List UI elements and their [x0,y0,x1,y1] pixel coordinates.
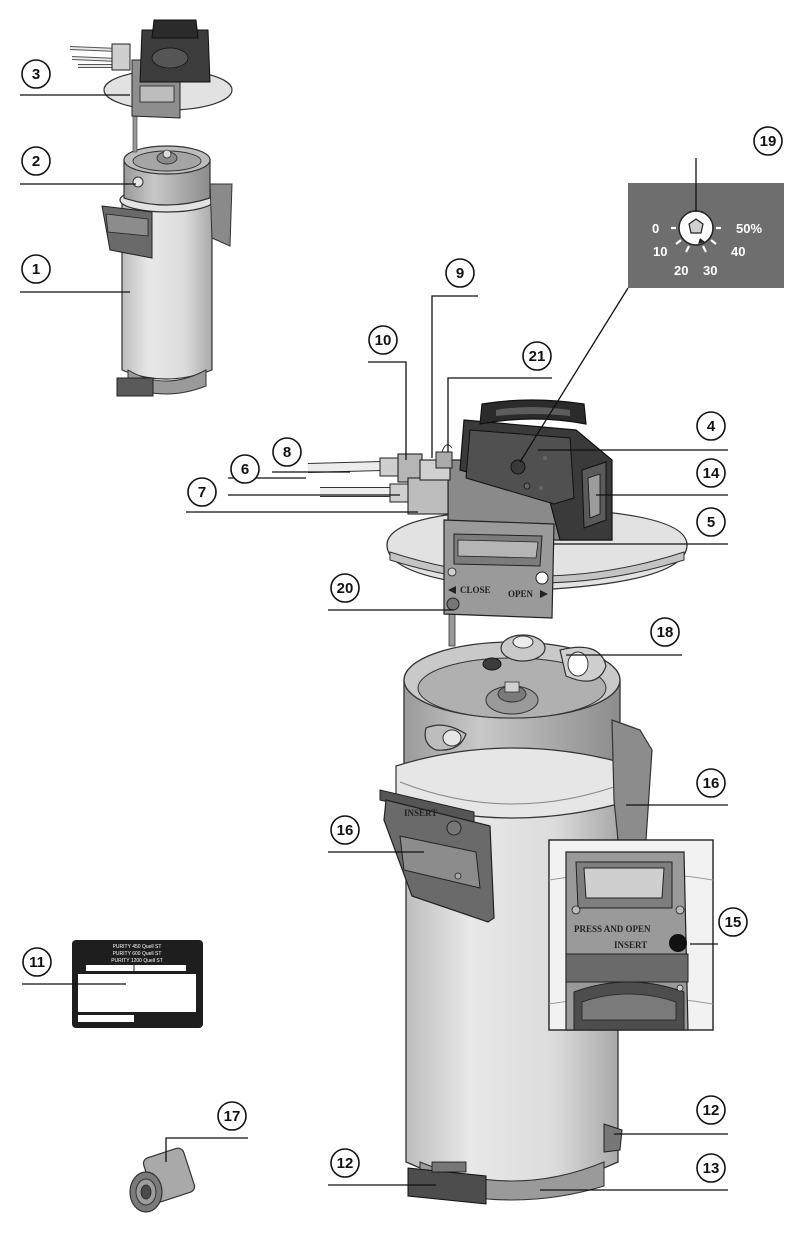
svg-text:9: 9 [456,265,464,282]
bypass-dial-inset: 0 10 20 30 40 50% [628,183,784,288]
type-label-line-3: PURITY 1200 Quell ST [111,958,163,964]
svg-text:19: 19 [760,133,777,150]
callout-18: 18 [650,617,680,647]
callout-8: 8 [272,437,302,467]
svg-text:15: 15 [725,914,742,931]
callout-13: 13 [696,1153,726,1183]
svg-text:4: 4 [707,418,716,435]
detail-insert-label: INSERT [614,940,647,950]
dial-scale-20: 20 [674,263,688,278]
svg-text:10: 10 [375,332,392,349]
latch-detail-inset: PRESS AND OPEN INSERT [548,839,714,1031]
dial-scale-30: 30 [703,263,717,278]
bracket-insert-label: INSERT [404,808,437,818]
type-label-line-2: PURITY 600 Quell ST [113,951,162,957]
leader-lines [20,94,728,1191]
callout-2: 2 [21,146,51,176]
type-label-line-1: PURITY 450 Quell ST [113,944,162,950]
callout-21: 21 [522,341,552,371]
svg-text:14: 14 [703,465,720,482]
svg-text:18: 18 [657,624,674,641]
svg-text:16: 16 [703,775,720,792]
filter-head: CLOSE OPEN [307,399,688,647]
callout-15: 15 [718,907,748,937]
callout-19: 19 [753,126,783,156]
hose-adapter-fitting [129,1147,196,1213]
press-and-open-label: PRESS AND OPEN [574,924,651,934]
svg-text:21: 21 [529,348,546,365]
svg-text:16: 16 [337,822,354,839]
svg-text:1: 1 [32,261,40,278]
svg-text:13: 13 [703,1160,720,1177]
callout-9: 9 [445,258,475,288]
dial-scale-0: 0 [652,221,659,236]
callout-4: 4 [696,411,726,441]
callout-11: 11 [22,947,52,977]
callout-10: 10 [368,325,398,355]
callout-3: 3 [21,59,51,89]
callout-20: 20 [330,573,360,603]
svg-text:8: 8 [283,444,291,461]
small-filter-assembly [69,19,233,397]
svg-text:2: 2 [32,153,40,170]
pressure-vessel: INSERT [379,719,653,1205]
svg-text:12: 12 [703,1102,720,1119]
svg-text:12: 12 [337,1155,354,1172]
svg-text:5: 5 [707,514,715,531]
svg-text:17: 17 [224,1108,241,1125]
callout-12-right: 12 [696,1095,726,1125]
callout-5: 5 [696,507,726,537]
plate-close-label: CLOSE [460,585,491,595]
callout-7: 7 [187,477,217,507]
svg-text:3: 3 [32,66,40,83]
callout-17: 17 [217,1101,247,1131]
type-label-plate: PURITY 450 Quell ST PURITY 600 Quell ST … [72,940,203,1028]
dial-scale-10: 10 [653,244,667,259]
svg-text:6: 6 [241,461,249,478]
svg-text:7: 7 [198,484,206,501]
callout-6: 6 [230,454,260,484]
callout-1: 1 [21,254,51,284]
dial-scale-50: 50% [736,221,762,236]
plate-open-label: OPEN [508,589,534,599]
callout-12-left: 12 [330,1148,360,1178]
callout-14: 14 [696,458,726,488]
callout-16-left: 16 [330,815,360,845]
svg-text:11: 11 [29,954,45,971]
callout-16-right: 16 [696,768,726,798]
svg-text:20: 20 [337,580,354,597]
dial-scale-40: 40 [731,244,745,259]
